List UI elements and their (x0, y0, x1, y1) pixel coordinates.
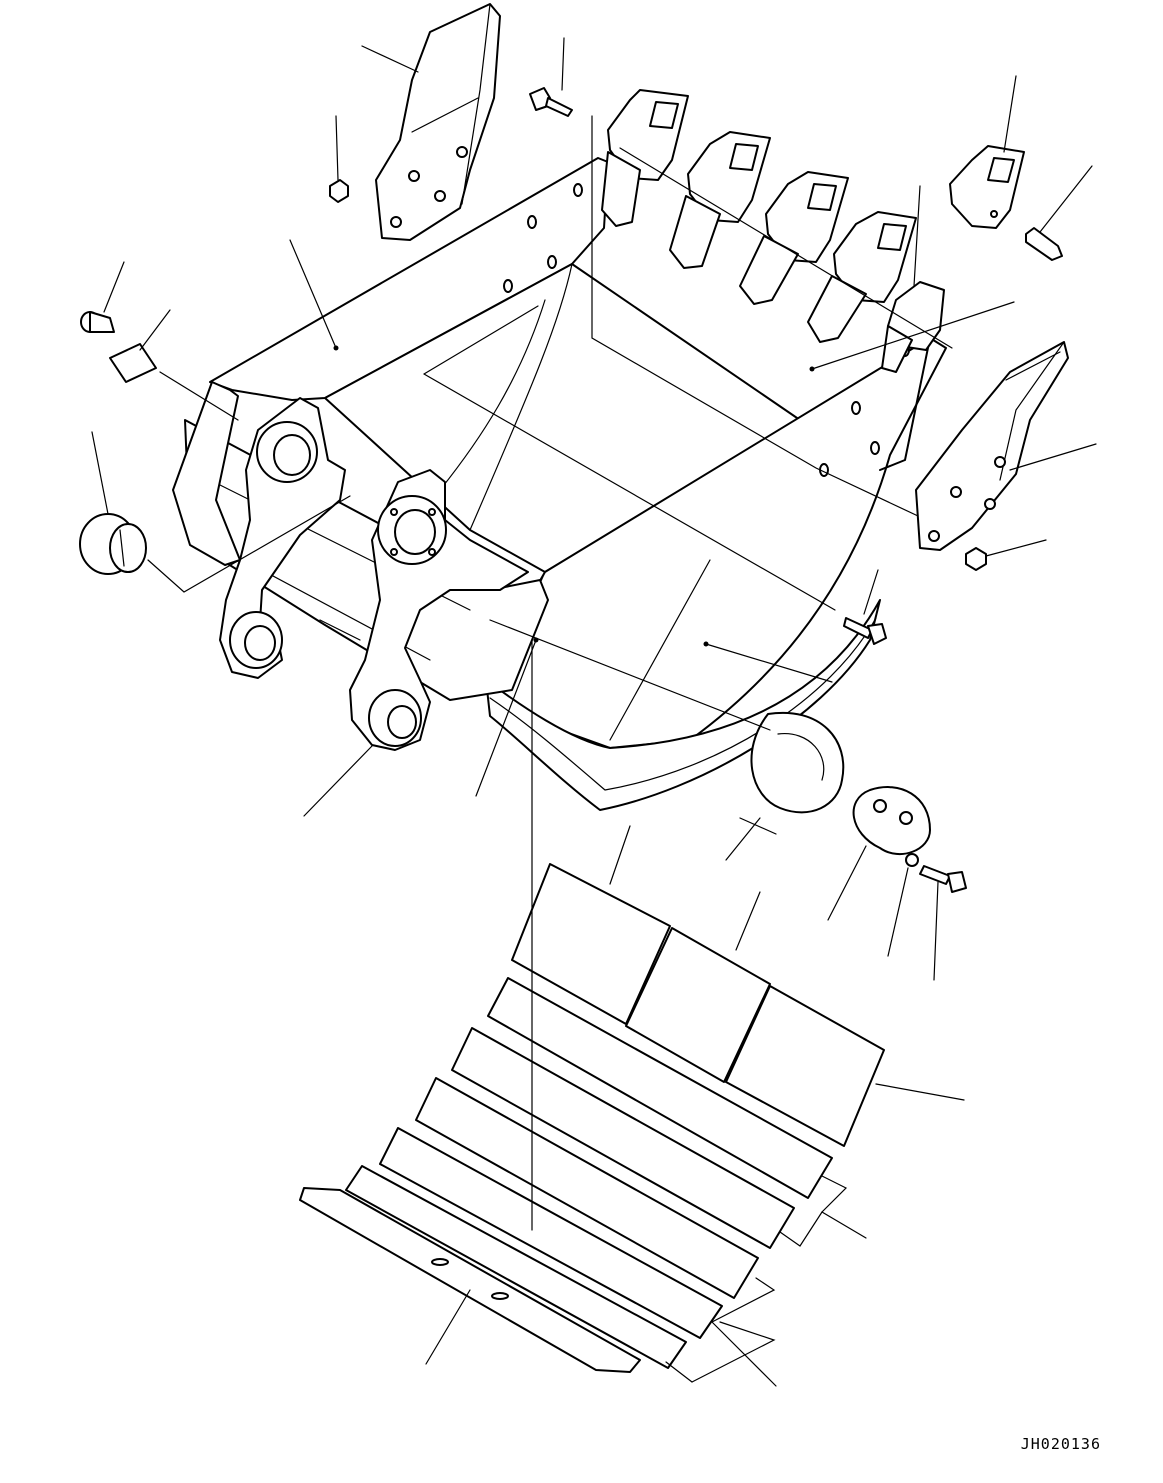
tooth-5 (949, 145, 1025, 229)
wear-strip-4 (379, 1127, 723, 1339)
tooth-3 (739, 171, 849, 305)
tooth-2 (669, 131, 771, 269)
left-side-cutter (375, 3, 501, 241)
corner-tooth (881, 281, 945, 373)
tooth-4 (807, 211, 917, 343)
leader-lines (91, 37, 1097, 1387)
bolt-middle (843, 617, 887, 645)
hardware (79, 87, 1063, 893)
tooth-1 (601, 89, 689, 227)
spacer-block (852, 786, 931, 855)
figure-id-label: JH020136 (1020, 1435, 1101, 1453)
assembly-guide-lines (147, 115, 919, 1231)
left-bracket (219, 397, 346, 679)
liner-plate-2 (625, 927, 771, 1083)
shim-ring (750, 711, 845, 814)
bucket-bottom-shell (485, 599, 881, 811)
pin-right (1025, 227, 1063, 261)
wear-strip-5 (345, 1165, 687, 1369)
washer (905, 853, 919, 867)
bucket-assembly (172, 157, 947, 811)
bolt-lower (919, 865, 967, 893)
wear-strip-2 (451, 1027, 795, 1249)
collar (79, 513, 147, 575)
liner-plates (299, 863, 885, 1373)
shim-plate (109, 343, 157, 383)
wear-strip-1 (487, 977, 833, 1199)
pin-left (80, 311, 115, 333)
bolt-top (529, 87, 573, 117)
right-side-cutter (915, 341, 1069, 551)
cutting-edge (299, 1187, 641, 1373)
wear-strip-3 (415, 1077, 759, 1299)
liner-plate-3 (725, 985, 885, 1147)
side-cutters (375, 3, 1069, 551)
nut-left (329, 179, 349, 203)
bucket-teeth (601, 89, 1025, 373)
nut-right (965, 547, 987, 571)
